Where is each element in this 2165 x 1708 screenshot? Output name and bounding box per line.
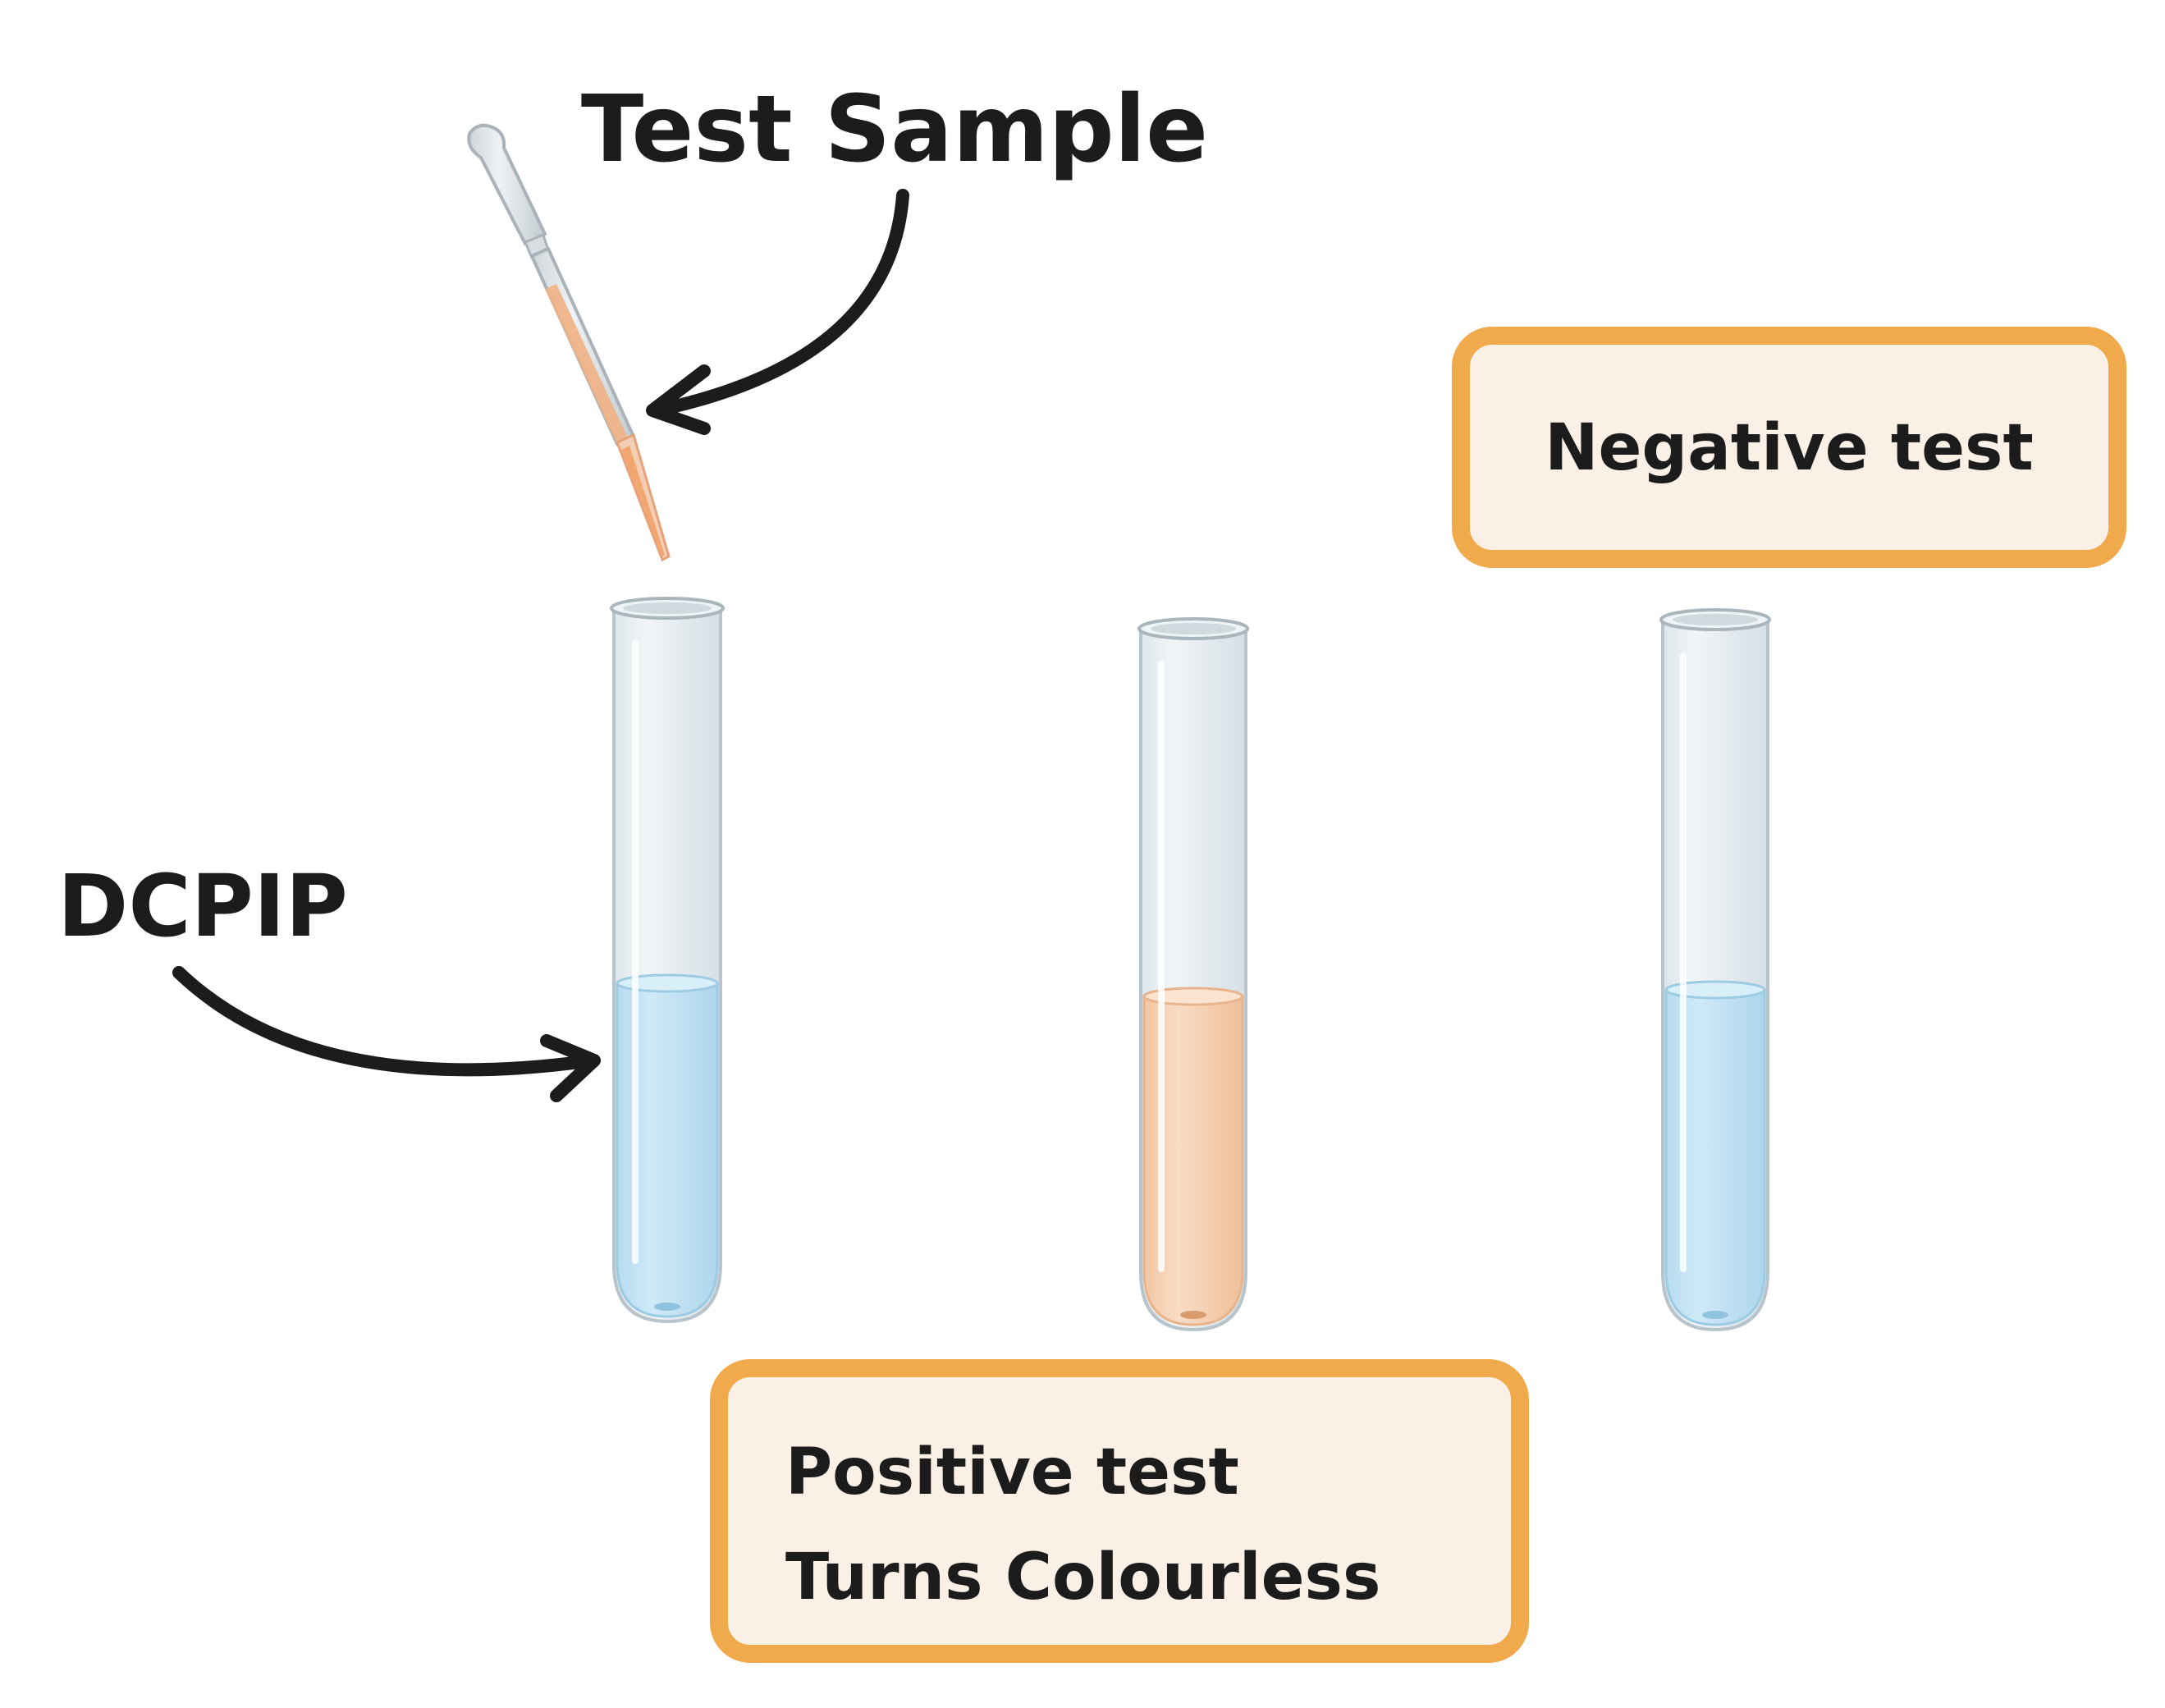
test-tube-positive: [1137, 617, 1249, 1332]
test-tube-dcpip: [610, 597, 725, 1324]
negative-test-text: Negative test: [1545, 411, 2033, 485]
turns-colourless-text: Turns Colourless: [785, 1541, 1380, 1614]
test-tube-negative: [1659, 608, 1771, 1332]
positive-test-box: Positive test Turns Colourless: [710, 1359, 1529, 1663]
arrow-test-sample: [646, 189, 909, 435]
negative-test-box: Negative test: [1452, 327, 2126, 568]
arrow-dcpip: [172, 966, 601, 1102]
dcpip-label: DCPIP: [57, 856, 348, 956]
test-sample-label: Test Sample: [581, 76, 1208, 183]
pipette-icon: [467, 123, 671, 562]
positive-test-text: Positive test: [785, 1436, 1239, 1509]
